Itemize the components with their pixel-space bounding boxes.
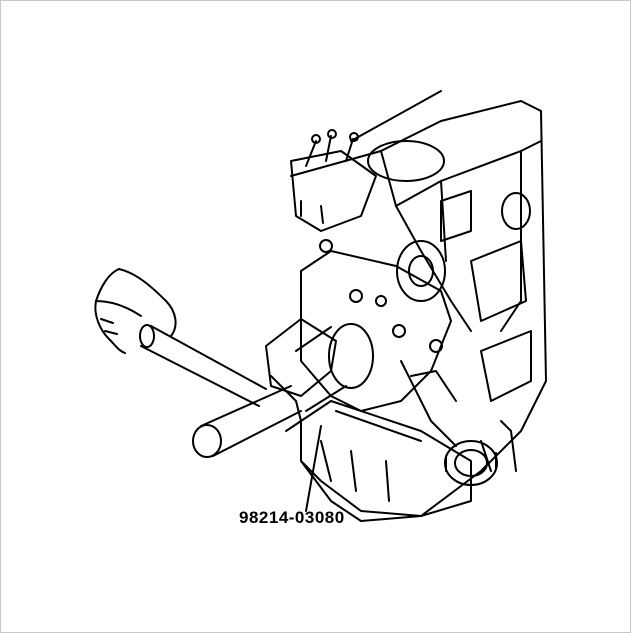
hand (94, 268, 177, 354)
seal-installer-tool (192, 318, 374, 458)
sensor-bracket (290, 90, 442, 232)
tool-part-number-label: 98214-03080 (239, 508, 345, 527)
oil-pan (300, 400, 472, 517)
tool-handle (139, 324, 267, 407)
callout-leader (305, 425, 322, 512)
engine-block (290, 100, 547, 522)
front-cover (300, 239, 452, 412)
side-gear (400, 360, 498, 486)
